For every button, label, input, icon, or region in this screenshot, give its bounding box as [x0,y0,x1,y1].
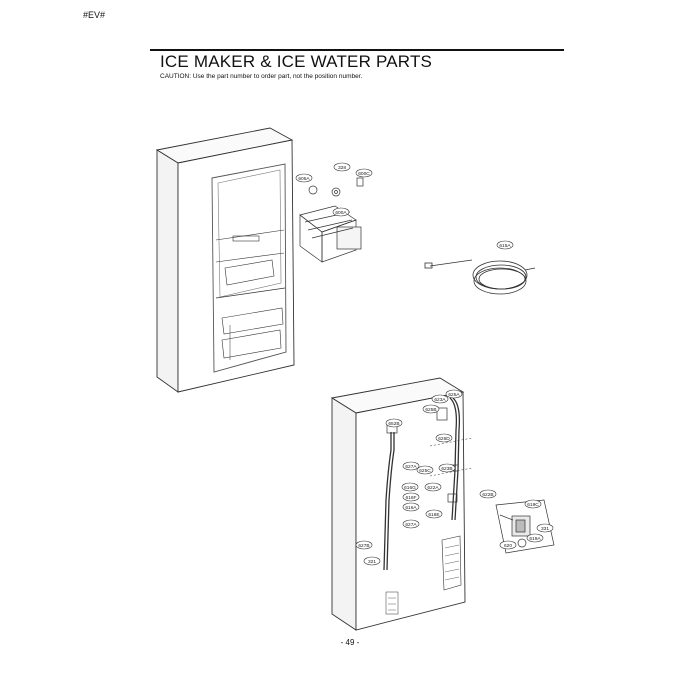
callout-label: 600C [358,171,370,177]
callout-label: 600A [335,210,347,216]
callout-label: 619C [527,502,539,508]
callout-label: 331 [541,526,549,532]
callout-616f: 616F [402,492,420,502]
callout-label: 321 [368,559,376,565]
corner-code: #EV# [83,10,106,20]
callout-616e: 616E [425,509,443,519]
callout-627b: 627B [355,540,373,550]
callout-600a: 600A [332,207,350,217]
callouts-top: 605A 328 600C 600A 615A [295,162,514,250]
callout-label: 605A [298,176,310,182]
refrigerator-cabinet-bottom [330,377,473,631]
callout-321: 321 [363,556,381,566]
callout-331: 331 [536,523,554,533]
callout-label: 625A [448,392,460,398]
callout-600c: 600C [355,168,373,178]
callout-label: 627A [405,522,417,528]
callout-label: 625C [419,468,431,474]
caution-note: CAUTION: Use the part number to order pa… [160,73,363,80]
callout-616g: 616G [401,482,419,492]
callout-label: 616F [406,495,417,501]
callout-622b: 622B [479,489,497,499]
callout-605a: 605A [295,173,313,183]
callout-label: 328 [338,165,346,171]
callout-label: 615A [499,243,511,249]
callout-627a: 627A [402,461,420,471]
callout-label: 616A [405,505,417,511]
callout-label: 622B [482,492,493,498]
callout-label: 623B [441,466,452,472]
callout-615a: 615A [496,240,514,250]
callout-label: 616E [428,512,439,518]
callout-label: 652B [388,421,399,427]
callout-616a: 616A [402,502,420,512]
callout-619a: 619A [526,533,544,543]
callout-label: 626D [438,436,450,442]
callout-label: 627B [358,543,369,549]
callout-623b: 623B [438,463,456,473]
callouts-bottom: 652B 623A 625B 625A 627A 625C 623B 616G … [355,389,554,566]
callout-627a-lower: 627A [402,519,420,529]
callout-623a: 623A [431,394,449,404]
callout-label: 625B [425,407,436,413]
ice-maker-assembly [299,177,364,263]
callout-label: 619A [529,536,541,542]
callout-label: 616G [404,485,416,491]
callout-625a: 625A [445,389,463,399]
callout-619c: 619C [524,499,542,509]
callout-328: 328 [333,162,351,172]
water-tube-coil [424,259,536,295]
callout-622a: 622A [424,482,442,492]
callout-label: 622A [427,485,439,491]
page-title: ICE MAKER & ICE WATER PARTS [160,52,433,71]
callout-626d: 626D [435,433,453,443]
callout-label: 627A [405,464,417,470]
header-rule [150,49,564,51]
callout-652b: 652B [385,418,403,428]
callout-620: 620 [499,540,517,550]
callout-625c: 625C [416,465,434,475]
callout-label: 623A [434,397,446,403]
page-number: - 49 - [340,638,360,647]
refrigerator-cabinet-top [155,127,295,393]
callout-label: 620 [504,543,512,549]
callout-625b: 625B [422,404,440,414]
